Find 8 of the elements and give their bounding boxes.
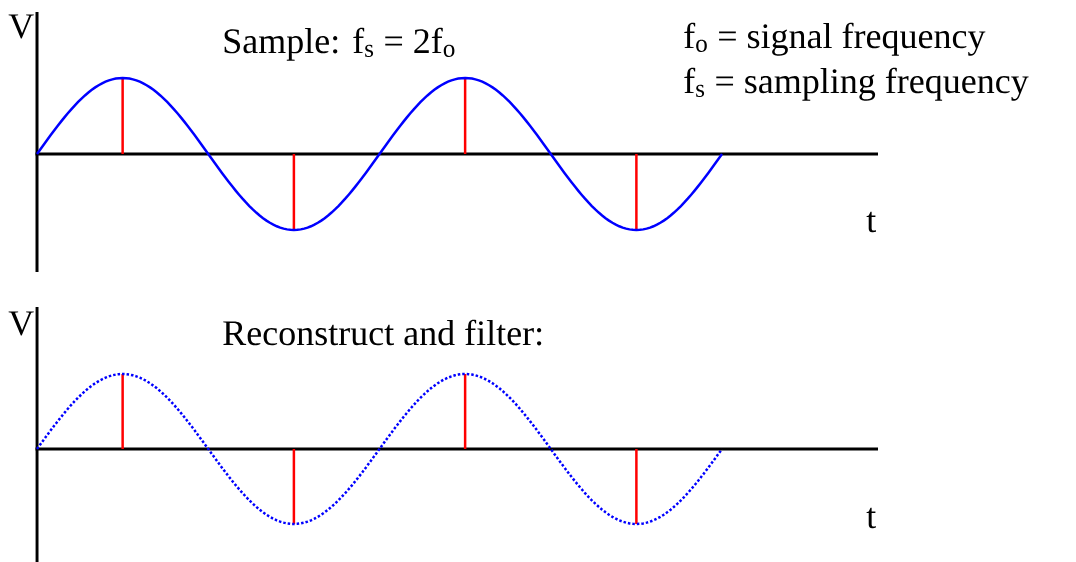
axis-label: V [8, 14, 34, 39]
definition-text: f$_{o}$ = signal frequency [684, 22, 986, 56]
title-text: Reconstruct and filter: [223, 319, 542, 346]
axis-label: t [866, 507, 876, 529]
axis-label: t [866, 211, 876, 233]
axis-label: V [8, 311, 34, 336]
definition-text: f$_{s}$ = sampling frequency [684, 67, 1029, 101]
title-text: Sample: f$_{s}$ = 2f$_{o}$ [224, 27, 455, 61]
